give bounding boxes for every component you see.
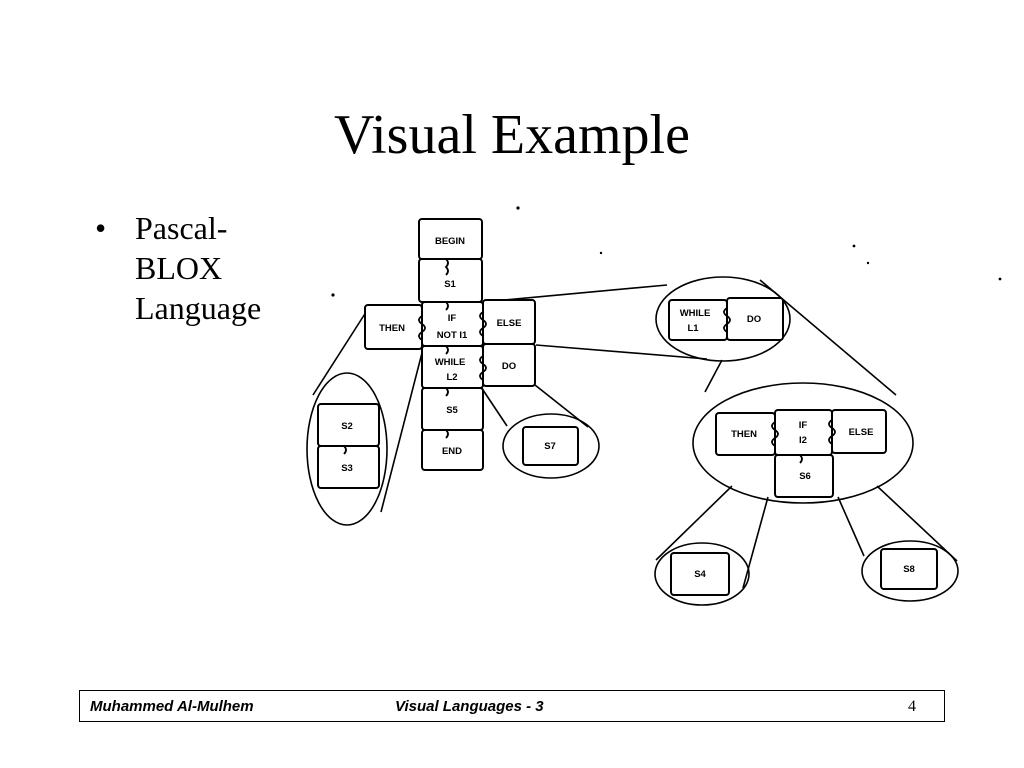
block-if-main-1: IF — [448, 313, 457, 324]
footer-course: Visual Languages - 3 — [395, 698, 544, 715]
block-s3: S3 — [341, 463, 353, 474]
bullet-line-2: BLOX — [135, 250, 223, 286]
block-s8: S8 — [903, 564, 915, 575]
block-while-l2-1: WHILE — [435, 357, 466, 368]
block-then-main: THEN — [379, 323, 405, 334]
block-s6: S6 — [799, 471, 811, 482]
slide-title: Visual Example — [334, 104, 690, 166]
bullet-line-1: Pascal- — [135, 210, 228, 246]
block-do-l1: DO — [747, 314, 761, 325]
ellipse-if-i2 — [692, 382, 914, 504]
block-s1: S1 — [444, 279, 456, 290]
block-while-l1-2: L1 — [687, 323, 699, 334]
block-s7: S7 — [544, 441, 556, 452]
footer-author: Muhammed Al-Mulhem — [90, 698, 254, 715]
block-if-i2-1: IF — [799, 420, 808, 431]
ellipse-s7 — [502, 413, 600, 479]
bullet-line-3: Language — [135, 290, 262, 326]
ellipse-s8 — [861, 540, 959, 602]
bullet-marker: • — [95, 210, 107, 246]
block-else-main: ELSE — [497, 318, 522, 329]
block-then-i2: THEN — [731, 429, 757, 440]
bullet-item: Pascal- BLOX Language — [135, 208, 261, 328]
block-while-l1-1: WHILE — [680, 308, 711, 319]
block-s2: S2 — [341, 421, 353, 432]
block-end: END — [442, 446, 462, 457]
ellipse-while-l1 — [655, 276, 791, 362]
block-if-i2-2: I2 — [799, 435, 807, 446]
block-do-main: DO — [502, 361, 516, 372]
block-s5: S5 — [446, 405, 458, 416]
block-while-l2-2: L2 — [446, 372, 457, 383]
ellipse-s4 — [654, 542, 750, 606]
slide-footer: Muhammed Al-Mulhem Visual Languages - 3 … — [79, 690, 945, 722]
block-if-main-2: NOT I1 — [437, 330, 468, 341]
block-begin: BEGIN — [435, 236, 465, 247]
ellipse-s2-s3 — [306, 372, 388, 526]
block-s4: S4 — [694, 569, 706, 580]
block-else-i2: ELSE — [849, 427, 874, 438]
footer-page-number: 4 — [908, 698, 916, 715]
